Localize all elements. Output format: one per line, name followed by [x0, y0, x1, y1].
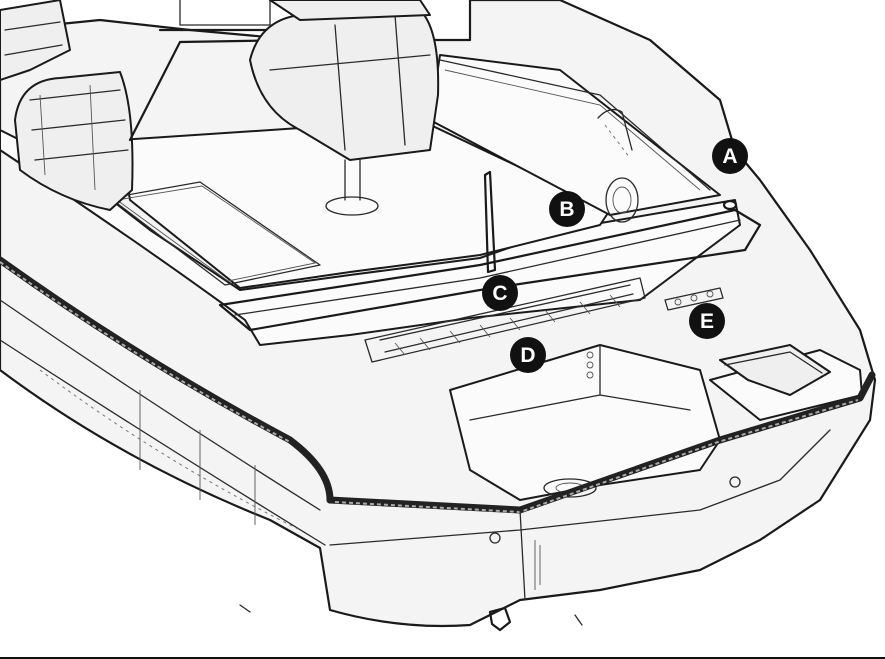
callout-e-label: E [700, 310, 714, 333]
callout-d-circle [510, 337, 546, 373]
helm-seat [249, 9, 440, 161]
callout-b-label: B [559, 198, 574, 221]
seat-port-forward [0, 0, 71, 81]
speaker [605, 177, 639, 223]
callout-b: B [549, 191, 585, 227]
callout-e-circle [689, 303, 725, 339]
drain-plug [488, 606, 512, 632]
stern-light [722, 199, 738, 211]
callout-c-label: C [492, 282, 507, 305]
rinse-fitting [543, 478, 597, 498]
callout-b-circle [549, 191, 585, 227]
transom-switch-panel [664, 287, 724, 311]
callout-c: C [482, 275, 518, 311]
transom-nameplate [364, 277, 646, 363]
transom-cap [218, 208, 762, 332]
stern-hatch-box [719, 344, 831, 396]
seat-pedestal [344, 159, 361, 201]
callout-d-label: D [520, 344, 535, 367]
rub-rail-starboard [716, 371, 876, 444]
bottom-rule [0, 657, 885, 659]
floor-hatch [109, 181, 321, 286]
callout-c-circle [482, 275, 518, 311]
callout-e: E [689, 303, 725, 339]
light-pole [483, 170, 497, 274]
transom-lower-face [329, 429, 831, 546]
callout-a-label: A [722, 145, 737, 168]
rub-rail-port [0, 256, 334, 504]
callout-d: D [510, 337, 546, 373]
callout-a-circle [712, 138, 748, 174]
callout-a: A [712, 138, 748, 174]
